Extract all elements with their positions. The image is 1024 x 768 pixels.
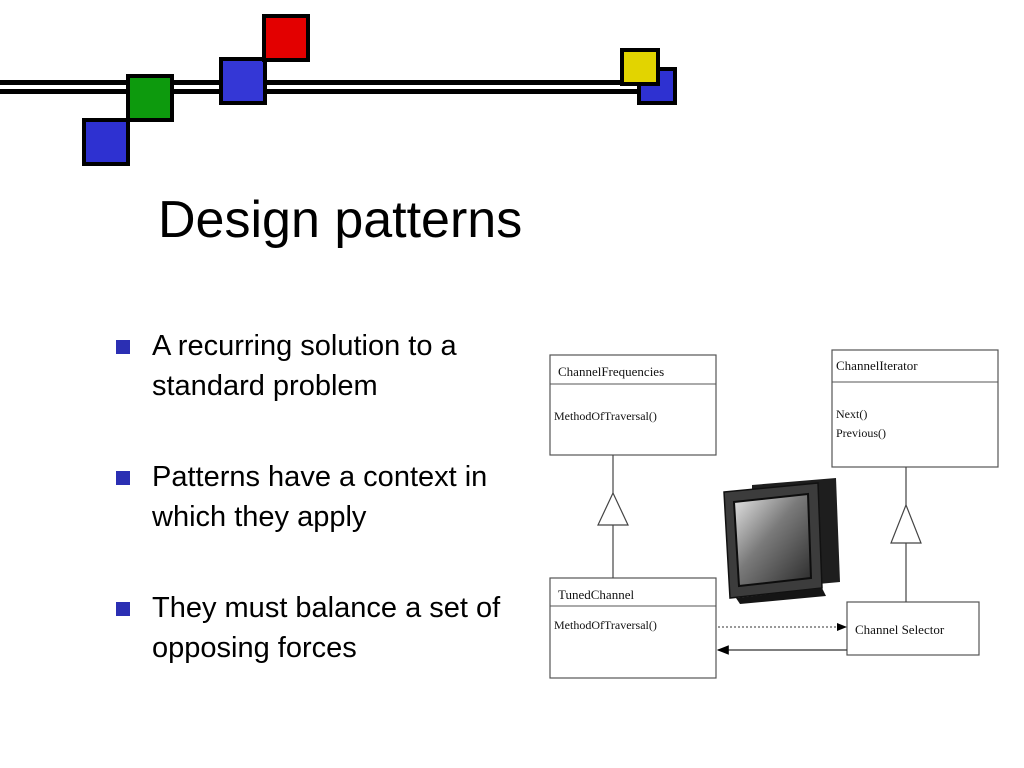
bullet-list: A recurring solution to a standard probl… <box>112 326 532 719</box>
bullet-square-icon <box>116 471 130 485</box>
bullet-square-icon <box>116 340 130 354</box>
bullet-text: A recurring solution to a standard probl… <box>152 330 457 402</box>
inheritance-arrow-right <box>890 467 922 602</box>
bullet-item: A recurring solution to a standard probl… <box>112 326 532 406</box>
class-name: Channel Selector <box>855 622 945 637</box>
crt-television-icon <box>723 478 840 604</box>
bullet-item: Patterns have a context in which they ap… <box>112 457 532 537</box>
slide-title: Design patterns <box>158 191 523 249</box>
class-operation: Next() <box>836 407 867 421</box>
class-name: ChannelFrequencies <box>558 364 664 379</box>
header-rule <box>0 80 660 94</box>
inheritance-arrow-left <box>597 455 629 578</box>
class-box-channel-selector: Channel Selector <box>846 601 980 656</box>
class-box-channel-iterator: ChannelIterator Next() Previous() <box>831 349 999 468</box>
blue-square-1 <box>82 118 130 166</box>
class-box-tuned-channel: TunedChannel MethodOfTraversal() <box>549 577 717 679</box>
red-square <box>262 14 310 62</box>
class-name: ChannelIterator <box>836 358 918 373</box>
class-operation: Previous() <box>836 426 886 440</box>
blue-square-2 <box>219 57 267 105</box>
green-square <box>126 74 174 122</box>
yellow-square <box>620 48 660 86</box>
bullet-text: Patterns have a context in which they ap… <box>152 461 488 533</box>
uml-diagram: ChannelFrequencies MethodOfTraversal() C… <box>549 349 999 679</box>
bullet-text: They must balance a set of opposing forc… <box>152 592 501 664</box>
class-name: TunedChannel <box>558 587 634 602</box>
bullet-item: They must balance a set of opposing forc… <box>112 588 532 668</box>
class-operation: MethodOfTraversal() <box>554 409 657 423</box>
class-operation: MethodOfTraversal() <box>554 618 657 632</box>
class-box-channel-frequencies: ChannelFrequencies MethodOfTraversal() <box>549 354 717 456</box>
bullet-square-icon <box>116 602 130 616</box>
